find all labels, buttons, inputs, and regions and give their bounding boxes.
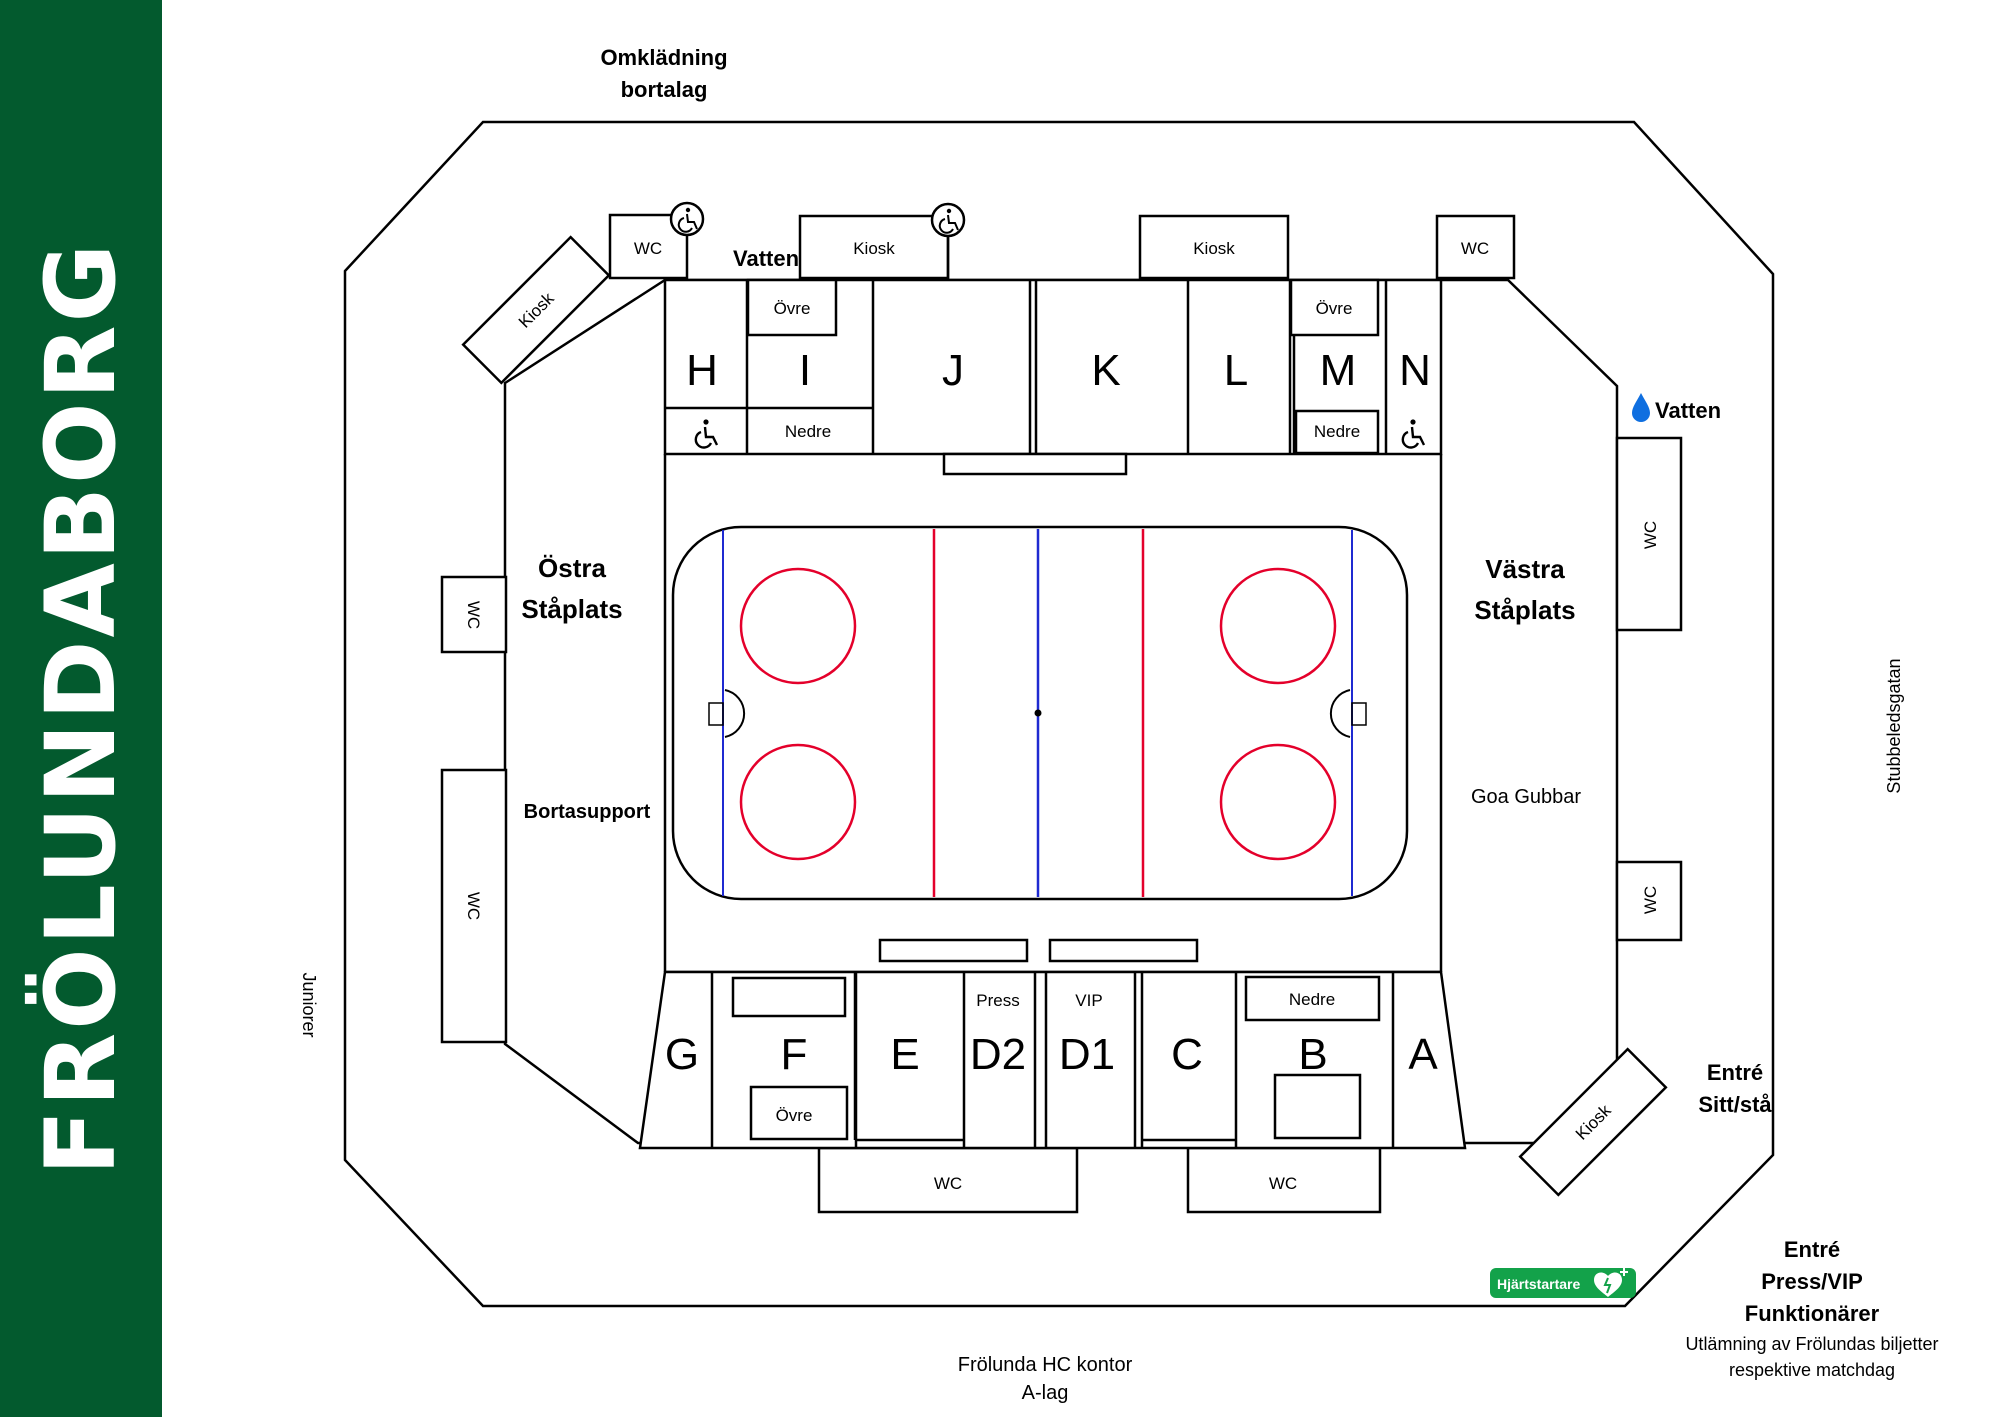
wc-top-right: WC [1435, 214, 1516, 280]
section-n: N [1399, 346, 1431, 395]
section-k: K [1091, 346, 1120, 395]
section-h: H [686, 346, 718, 395]
upper-label-m: Övre [1316, 299, 1353, 318]
north-stand [663, 278, 1443, 476]
section-m: M [1320, 346, 1357, 395]
away-locker-line2: bortalag [621, 77, 708, 102]
wc-bottom-right: WC [1186, 1146, 1382, 1214]
svg-text:WC: WC [1641, 521, 1660, 549]
water-label-top: Vatten [733, 246, 799, 271]
water-label-right: Vatten [1655, 398, 1721, 423]
lower-label-m: Nedre [1314, 422, 1360, 441]
svg-text:Hjärtstartare: Hjärtstartare [1497, 1276, 1580, 1292]
section-e: E [890, 1030, 919, 1079]
entrance-press-line1: Entré [1784, 1237, 1840, 1262]
svg-text:WC: WC [464, 601, 483, 629]
lower-label-b: Nedre [1289, 990, 1335, 1009]
section-g: G [665, 1030, 699, 1079]
entrance-press-line2: Press/VIP [1761, 1269, 1863, 1294]
section-j: J [942, 346, 964, 395]
kiosk-northwest: Kiosk [461, 235, 611, 385]
away-locker-line1: Omklädning [600, 45, 727, 70]
juniors-label: Juniorer [299, 972, 319, 1037]
wc-west-upper: WC [1615, 436, 1683, 632]
office-line1: Frölunda HC kontor [958, 1354, 1133, 1376]
street-label: Stubbeledsgatan [1884, 658, 1904, 793]
kiosk-top-center: Kiosk [798, 214, 950, 280]
east-terrace-line1: Östra [538, 553, 606, 583]
wheelchair-icon [930, 202, 966, 238]
arena-outer-wall [343, 120, 1775, 1308]
wc-top-left: WC [608, 213, 689, 280]
office-line2: A-lag [1022, 1382, 1069, 1404]
wheelchair-icon [669, 201, 705, 237]
svg-text:WC: WC [934, 1174, 962, 1193]
goa-gubbar-label: Goa Gubbar [1471, 786, 1581, 808]
section-f: F [781, 1030, 808, 1079]
kiosk-top-right: Kiosk [1138, 214, 1290, 280]
wc-west-lower: WC [1615, 860, 1683, 942]
west-terrace-line2: Ståplats [1474, 595, 1575, 625]
ticket-info-line1: Utlämning av Frölundas biljetter [1685, 1334, 1938, 1354]
kiosk-southeast: Kiosk [1518, 1047, 1668, 1197]
entrance-sit-stand-line2: Sitt/stå [1698, 1092, 1772, 1117]
wc-east-lower: WC [440, 768, 508, 1044]
section-d2: D2 [970, 1030, 1026, 1079]
svg-text:WC: WC [1269, 1174, 1297, 1193]
ticket-info-line2: respektive matchdag [1729, 1360, 1895, 1380]
svg-text:WC: WC [634, 239, 662, 258]
svg-text:WC: WC [1461, 239, 1489, 258]
press-label: Press [976, 991, 1019, 1010]
upper-label-i: Övre [774, 299, 811, 318]
brand-sidebar: FRÖLUNDABORG [0, 0, 162, 1417]
svg-text:WC: WC [1641, 886, 1660, 914]
wc-east-upper: WC [440, 575, 508, 654]
section-i: I [799, 346, 811, 395]
section-d1: D1 [1059, 1030, 1115, 1079]
ice-rink [671, 525, 1409, 901]
lower-label-i: Nedre [785, 422, 831, 441]
vip-label: VIP [1075, 991, 1102, 1010]
entrance-sit-stand-line1: Entré [1707, 1060, 1763, 1085]
bench-right [1048, 938, 1199, 963]
section-b: B [1298, 1030, 1327, 1079]
svg-text:WC: WC [464, 892, 483, 920]
section-c: C [1171, 1030, 1203, 1079]
upper-label-f: Övre [776, 1106, 813, 1125]
section-a: A [1408, 1030, 1438, 1079]
away-support-label: Bortasupport [524, 801, 651, 823]
east-terrace-line2: Ståplats [521, 594, 622, 624]
section-l: L [1224, 346, 1248, 395]
svg-text:Kiosk: Kiosk [1193, 239, 1235, 258]
defibrillator-badge: Hjärtstartare [1490, 1268, 1636, 1298]
wc-bottom-left: WC [817, 1146, 1079, 1214]
entrance-press-line3: Funktionärer [1745, 1301, 1880, 1326]
svg-text:Kiosk: Kiosk [853, 239, 895, 258]
south-stand [638, 970, 1467, 1150]
water-drop-icon [1632, 393, 1650, 422]
west-terrace-line1: Västra [1485, 554, 1565, 584]
bench-left [878, 938, 1029, 963]
